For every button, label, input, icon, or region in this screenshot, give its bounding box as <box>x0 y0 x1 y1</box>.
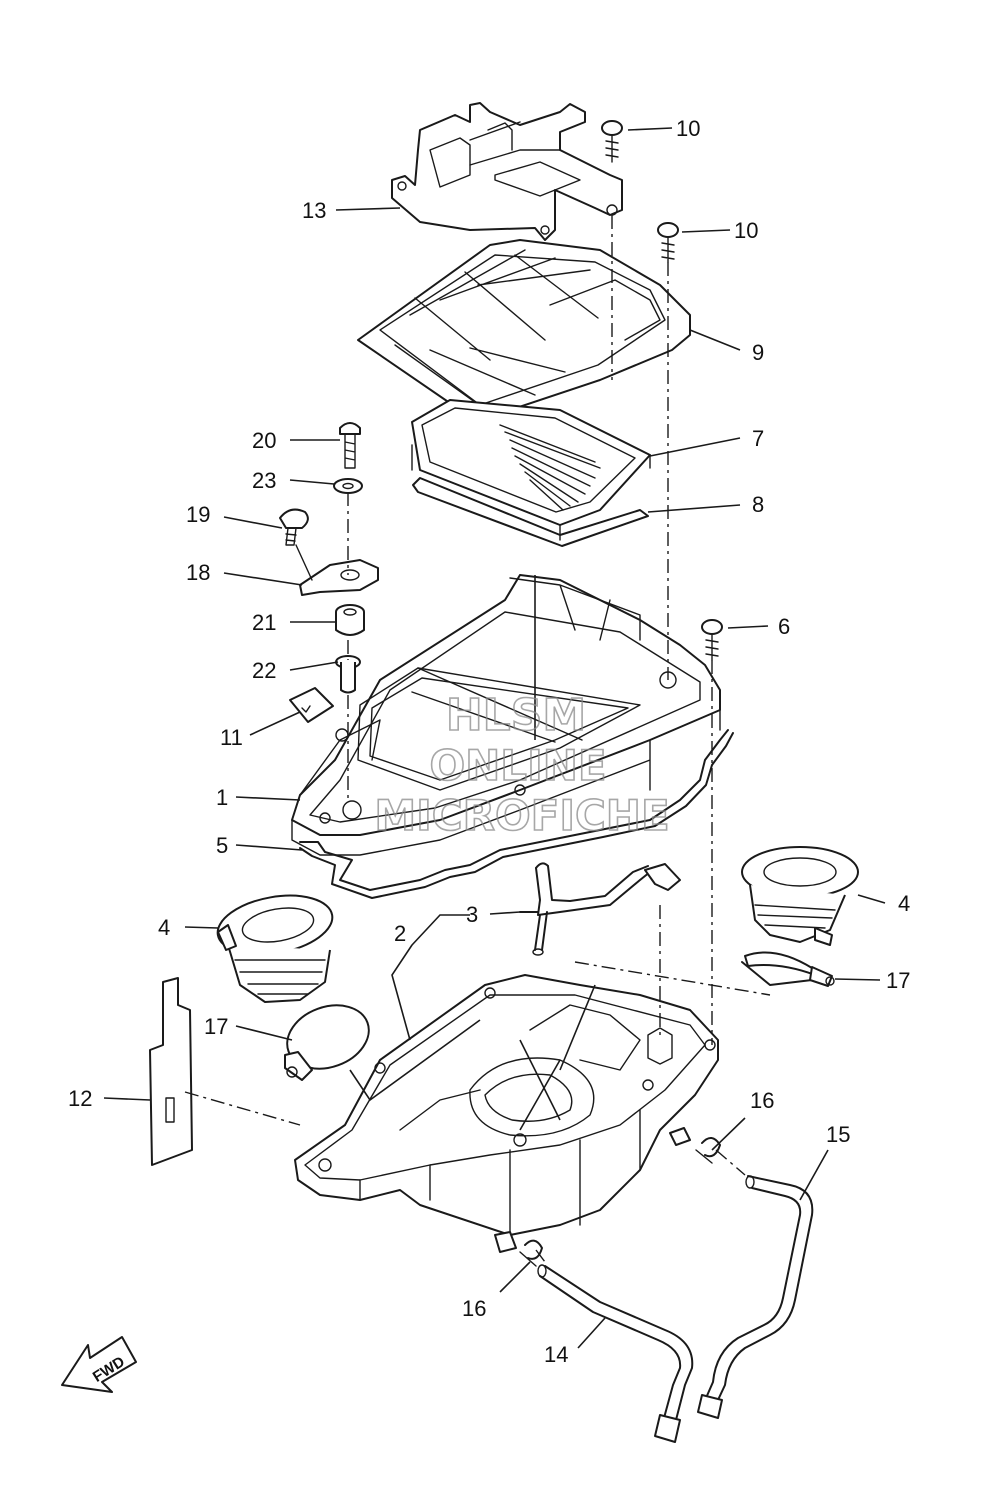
screw-part-19 <box>279 508 309 546</box>
watermark-line-1: HLSM <box>446 690 586 741</box>
callout-10-lower: 10 <box>734 218 758 243</box>
callout-19: 19 <box>186 502 210 527</box>
callout-11: 11 <box>220 725 243 750</box>
callout-22: 22 <box>252 658 276 683</box>
filter-cover-part-9 <box>357 239 691 421</box>
callout-18: 18 <box>186 560 210 585</box>
airbox-lower-case-part-2 <box>294 974 719 1253</box>
screw-part-10-lower <box>657 222 679 263</box>
forward-direction-arrow: FWD <box>61 1336 137 1393</box>
watermark: HLSM ONLINE MICROFICHE <box>374 689 671 841</box>
callout-13: 13 <box>302 198 326 223</box>
callout-17-right: 17 <box>886 968 910 993</box>
callout-numbers: 10 10 13 9 7 8 20 23 19 18 21 22 11 6 1 … <box>68 116 910 1367</box>
air-filter-part-7 <box>411 399 651 541</box>
watermark-line-2: ONLINE <box>429 741 606 790</box>
drain-hose-part-15 <box>697 1175 814 1419</box>
grommet-part-21 <box>335 604 365 636</box>
screw-part-10-top <box>601 120 623 163</box>
callout-15: 15 <box>826 1122 850 1147</box>
hose-clip-part-16-lower <box>519 1239 543 1267</box>
callout-3: 3 <box>466 902 478 927</box>
label-sheet-part-12 <box>149 977 193 1166</box>
callout-leaders <box>103 127 886 1349</box>
label-part-11 <box>289 687 334 723</box>
breather-tube-part-3 <box>519 862 681 956</box>
callout-4-left: 4 <box>158 915 170 940</box>
hose-clip-part-16-right <box>695 1137 721 1164</box>
callout-4-right: 4 <box>898 891 910 916</box>
callout-16-lower: 16 <box>462 1296 486 1321</box>
callout-20: 20 <box>252 428 276 453</box>
callout-7: 7 <box>752 426 764 451</box>
callout-21: 21 <box>252 610 276 635</box>
screw-part-6 <box>701 619 723 661</box>
bracket-part-13 <box>391 102 623 241</box>
drain-hose-part-14 <box>537 1264 694 1443</box>
gasket-part-8 <box>412 477 649 547</box>
intake-duct-part-4-right <box>741 846 859 946</box>
callout-17-left: 17 <box>204 1014 228 1039</box>
watermark-line-3: MICROFICHE <box>374 791 669 840</box>
clamp-part-17-right <box>741 951 835 987</box>
callout-2: 2 <box>394 921 406 946</box>
assembly-centerlines <box>184 215 771 1263</box>
case-gasket-part-5 <box>299 729 734 899</box>
collar-part-22 <box>335 655 361 694</box>
washer-part-23 <box>333 478 363 494</box>
bolt-part-20 <box>339 422 361 469</box>
callout-23: 23 <box>252 468 276 493</box>
plate-part-18 <box>295 544 379 596</box>
callout-14: 14 <box>544 1342 568 1367</box>
callout-12: 12 <box>68 1086 92 1111</box>
callout-10-top: 10 <box>676 116 700 141</box>
callout-8: 8 <box>752 492 764 517</box>
callout-1: 1 <box>216 785 228 810</box>
callout-5: 5 <box>216 833 228 858</box>
callout-6: 6 <box>778 614 790 639</box>
clamp-part-17-left <box>284 1004 370 1081</box>
intake-duct-part-4-left <box>216 894 334 1003</box>
callout-9: 9 <box>752 340 764 365</box>
callout-16-right: 16 <box>750 1088 774 1113</box>
